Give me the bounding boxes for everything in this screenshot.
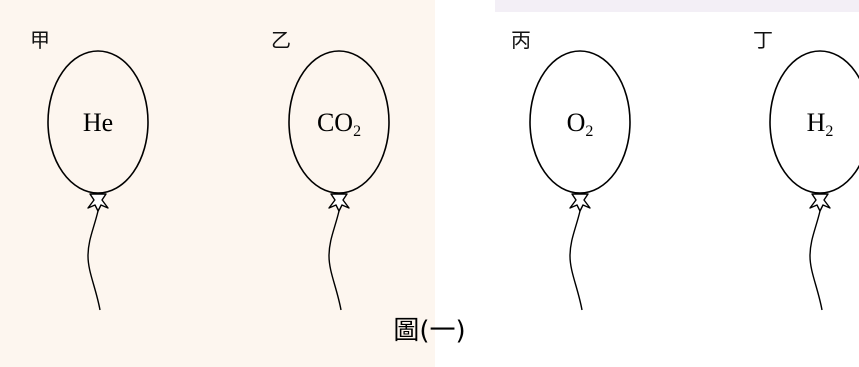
background-tint-right xyxy=(495,0,859,12)
balloon-knot-icon xyxy=(328,193,350,212)
balloon-icon xyxy=(769,50,859,194)
balloon-string xyxy=(809,210,823,311)
gas-label-yi: CO2 xyxy=(317,108,361,140)
balloon-yi: CO2 xyxy=(288,50,390,311)
balloon-jia: He xyxy=(47,50,149,311)
balloon-ding: H2 xyxy=(769,50,859,311)
balloon-icon xyxy=(47,50,149,194)
balloon-string xyxy=(328,210,342,311)
gas-label-ding: H2 xyxy=(807,108,834,140)
balloon-knot-icon xyxy=(569,193,591,212)
balloon-icon xyxy=(529,50,631,194)
balloon-icon xyxy=(288,50,390,194)
gas-label-jia: He xyxy=(83,108,113,137)
figure-caption: 圖(一) xyxy=(393,316,466,346)
balloon-string xyxy=(569,210,583,311)
gas-label-bing: O2 xyxy=(567,108,594,140)
balloon-knot-icon xyxy=(809,193,831,212)
balloon-label-bing: 丙 xyxy=(511,28,531,52)
balloon-label-yi: 乙 xyxy=(271,28,291,52)
balloon-bing: O2 xyxy=(529,50,631,311)
balloon-knot-icon xyxy=(87,193,109,212)
balloon-string xyxy=(87,210,101,311)
balloon-label-jia: 甲 xyxy=(30,28,50,52)
balloon-label-ding: 丁 xyxy=(753,28,773,52)
